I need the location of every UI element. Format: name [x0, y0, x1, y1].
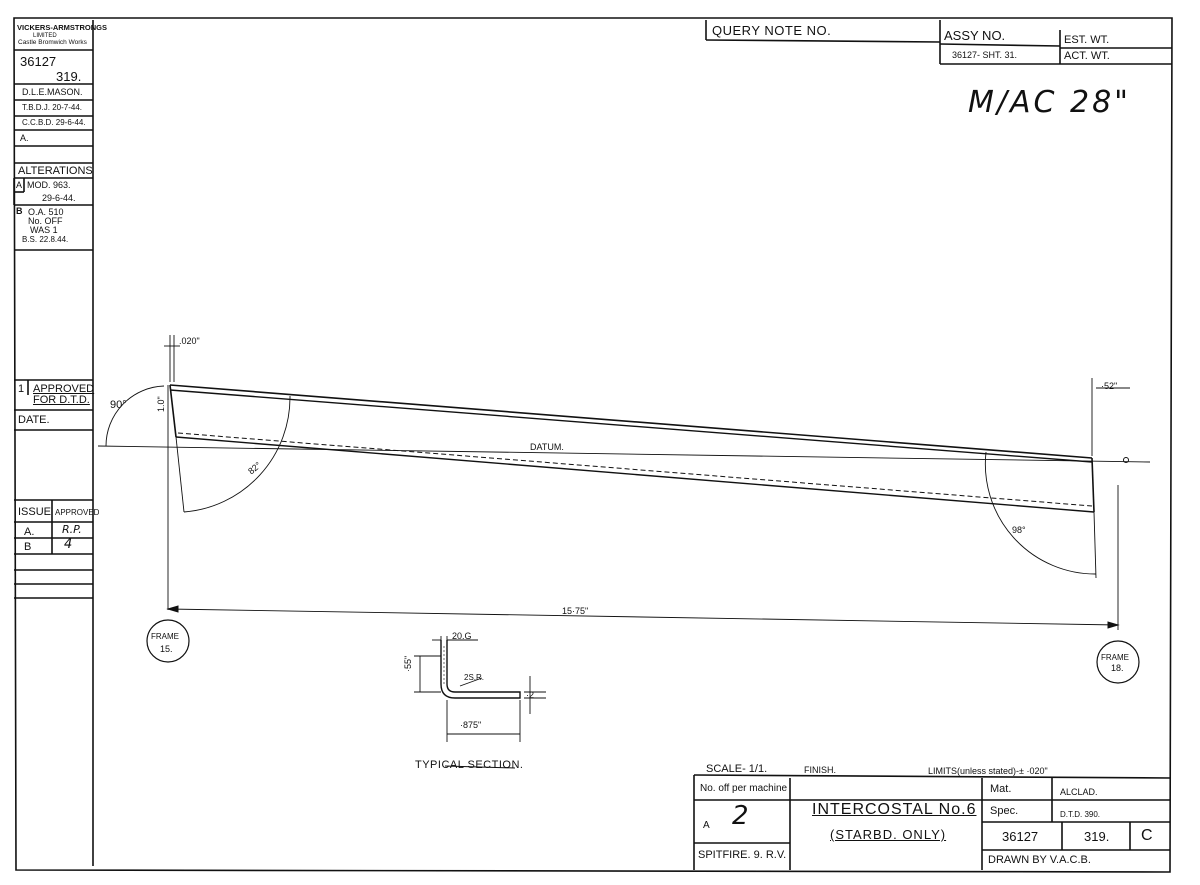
issue-b: B — [24, 541, 32, 553]
finish-label: FINISH. — [804, 765, 837, 775]
thickness-dimension: .020" — [179, 336, 200, 346]
frame-18-label: FRAME — [1101, 653, 1129, 662]
right-end-dimension: ·52" — [1101, 381, 1118, 391]
section-height: ·55" — [403, 655, 413, 672]
drawn-by: DRAWN BY V.A.C.B. — [988, 854, 1091, 866]
alteration-a-mod: MOD. 963. — [27, 180, 71, 190]
issue-label: ISSUE — [18, 506, 52, 518]
part-number: 319. — [56, 69, 82, 84]
specification-label: Spec. — [990, 805, 1019, 817]
specification-value: D.T.D. 390. — [1060, 810, 1101, 819]
approved-a: A. — [20, 133, 29, 143]
overall-length-dimension: 15·75" — [562, 606, 589, 616]
drawn-by-initials: D.L.E.MASON. — [22, 87, 83, 97]
part-title: INTERCOSTAL No.6 — [812, 801, 977, 818]
alteration-b-letter: B — [16, 206, 23, 216]
limits-label: LIMITS(unless stated)-± ·020" — [928, 766, 1048, 776]
aircraft-type: SPITFIRE. 9. R.V. — [698, 849, 787, 861]
alterations-title: ALTERATIONS — [18, 165, 93, 177]
height-dimension: 1.0" — [156, 396, 166, 412]
issue-b-signature: 4 — [64, 537, 73, 552]
alteration-a-letter: A — [16, 180, 23, 190]
title-block-part-number: 319. — [1084, 829, 1110, 844]
issue-a: A. — [24, 526, 35, 538]
alteration-b-line1: O.A. 510 — [28, 207, 64, 217]
issue-a-signature: R.P. — [62, 523, 82, 536]
scale-label: SCALE- 1/1. — [706, 763, 768, 775]
query-note-label: QUERY NOTE NO. — [712, 23, 832, 38]
date-label: DATE. — [18, 414, 50, 426]
section-radius: 2S.R. — [464, 673, 485, 682]
assy-no-value: 36127- SHT. 31. — [952, 50, 1018, 60]
typical-section-title: TYPICAL SECTION. — [415, 759, 524, 771]
issue-letter: C — [1141, 827, 1153, 844]
number-off-label: No. off per machine — [700, 783, 788, 794]
company-limited: LIMITED — [33, 33, 57, 39]
angle-90: 90° — [110, 399, 127, 411]
frame-15-number: 15. — [160, 644, 173, 654]
number-off-value: 2 — [732, 801, 749, 831]
datum-label: DATUM. — [530, 442, 564, 452]
approved-dtd-number: 1 — [18, 383, 25, 395]
est-wt-label: EST. WT. — [1064, 34, 1110, 46]
approved-dtd-line1: APPROVED — [33, 383, 95, 395]
number-off-mod-letter: A — [703, 820, 710, 831]
section-width: ·875" — [460, 720, 482, 730]
angle-98: 98° — [1012, 525, 1026, 535]
section-flange: ·2 — [526, 690, 535, 700]
traced-by: T.B.D.J. 20-7-44. — [22, 103, 83, 112]
approved-label: APPROVED — [55, 508, 100, 517]
company-name: VICKERS-ARMSTRONGS — [17, 23, 108, 32]
frame-15-label: FRAME — [151, 632, 179, 641]
alteration-a-date: 29-6-44. — [42, 193, 76, 203]
section-gauge: 20.G — [452, 631, 472, 641]
part-subtitle: (STARBD. ONLY) — [830, 827, 947, 842]
alteration-b-line2: No. OFF — [28, 216, 63, 226]
material-label: Mat. — [990, 783, 1012, 795]
company-works: Castle Bromwich Works — [18, 39, 87, 46]
frame-18-number: 18. — [1111, 663, 1124, 673]
alteration-b-line3: WAS 1 — [30, 225, 58, 235]
act-wt-label: ACT. WT. — [1064, 50, 1110, 62]
material-value: ALCLAD. — [1060, 787, 1098, 797]
assy-no-label: ASSY NO. — [944, 28, 1006, 43]
approved-dtd-line2: FOR D.T.D. — [33, 394, 90, 406]
drawing-number: 36127 — [20, 54, 57, 69]
title-block-drawing-number: 36127 — [1002, 829, 1039, 844]
checked-by: C.C.B.D. 29-6-44. — [22, 118, 86, 127]
alteration-b-line4: B.S. 22.8.44. — [22, 235, 69, 244]
handwritten-note: M/AC 28" — [968, 85, 1131, 120]
